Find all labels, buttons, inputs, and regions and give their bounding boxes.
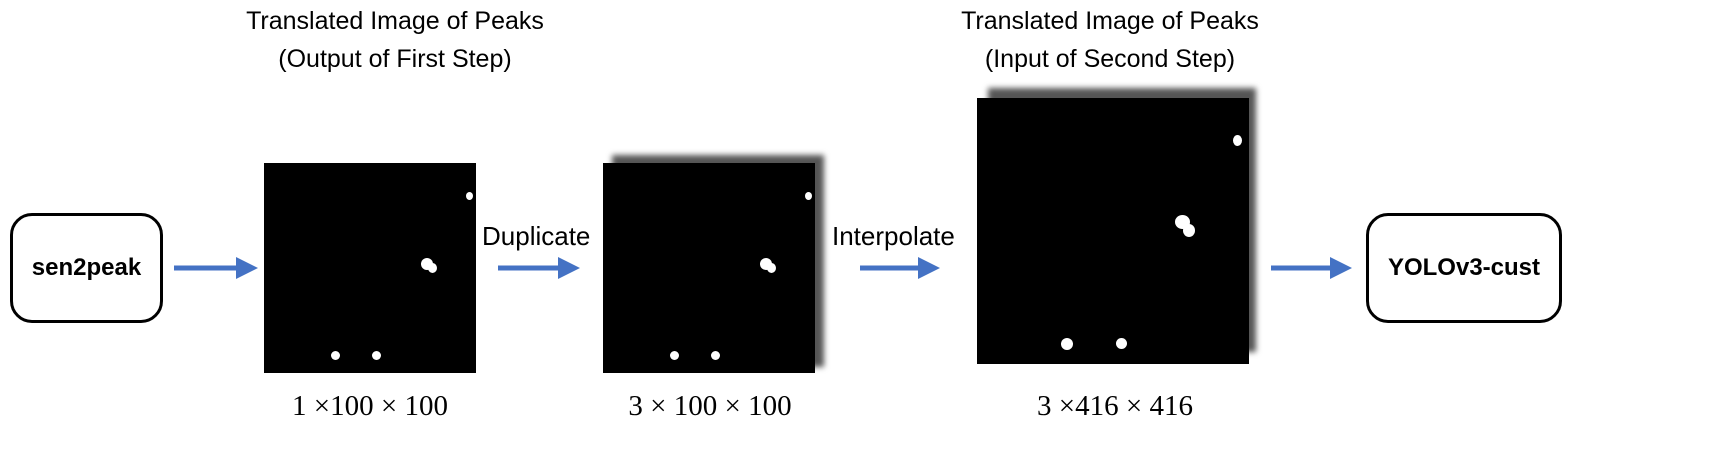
peak-dot bbox=[1183, 224, 1195, 237]
caption-first-step-title: Translated Image of Peaks bbox=[246, 7, 544, 35]
peak-dot bbox=[1061, 338, 1073, 350]
peak-dot bbox=[805, 192, 812, 200]
peak-dot bbox=[1233, 135, 1242, 146]
arrow-sen2peak-to-image bbox=[174, 257, 258, 279]
peak-dot bbox=[1116, 338, 1127, 349]
arrow-interpolate bbox=[860, 257, 940, 279]
dimension-image-1ch: 1 ×100 × 100 bbox=[292, 390, 448, 422]
peak-dot bbox=[428, 263, 437, 273]
sen2peak-label: sen2peak bbox=[31, 254, 142, 281]
peak-dot bbox=[670, 351, 679, 360]
duplicate-label: Duplicate bbox=[482, 221, 591, 251]
arrow-image-to-yolov3 bbox=[1271, 257, 1352, 279]
caption-second-step-subtitle: (Input of Second Step) bbox=[984, 45, 1236, 73]
dimension-image-interpolated: 3 ×416 × 416 bbox=[1037, 390, 1193, 422]
arrow-duplicate bbox=[498, 257, 580, 279]
caption-second-step: Translated Image of Peaks (Input of Seco… bbox=[905, 2, 1315, 78]
interpolate-label: Interpolate bbox=[832, 221, 955, 251]
peak-image-1ch bbox=[264, 163, 476, 373]
yolov3-cust-label: YOLOv3-cust bbox=[1387, 254, 1541, 281]
caption-first-step: Translated Image of Peaks (Output of Fir… bbox=[190, 2, 600, 78]
dimension-image-3ch: 3 × 100 × 100 bbox=[628, 390, 792, 422]
peak-dot bbox=[767, 263, 776, 273]
peak-image-3ch bbox=[603, 163, 815, 373]
peak-dot bbox=[372, 351, 381, 360]
sen2peak-node: sen2peak bbox=[10, 213, 163, 323]
caption-second-step-title: Translated Image of Peaks bbox=[961, 7, 1259, 35]
peak-dot bbox=[466, 192, 473, 200]
peak-image-interpolated bbox=[977, 98, 1249, 364]
caption-first-step-subtitle: (Output of First Step) bbox=[278, 45, 512, 73]
peak-dot bbox=[331, 351, 340, 360]
peak-dot bbox=[711, 351, 720, 360]
yolov3-cust-node: YOLOv3-cust bbox=[1366, 213, 1562, 323]
